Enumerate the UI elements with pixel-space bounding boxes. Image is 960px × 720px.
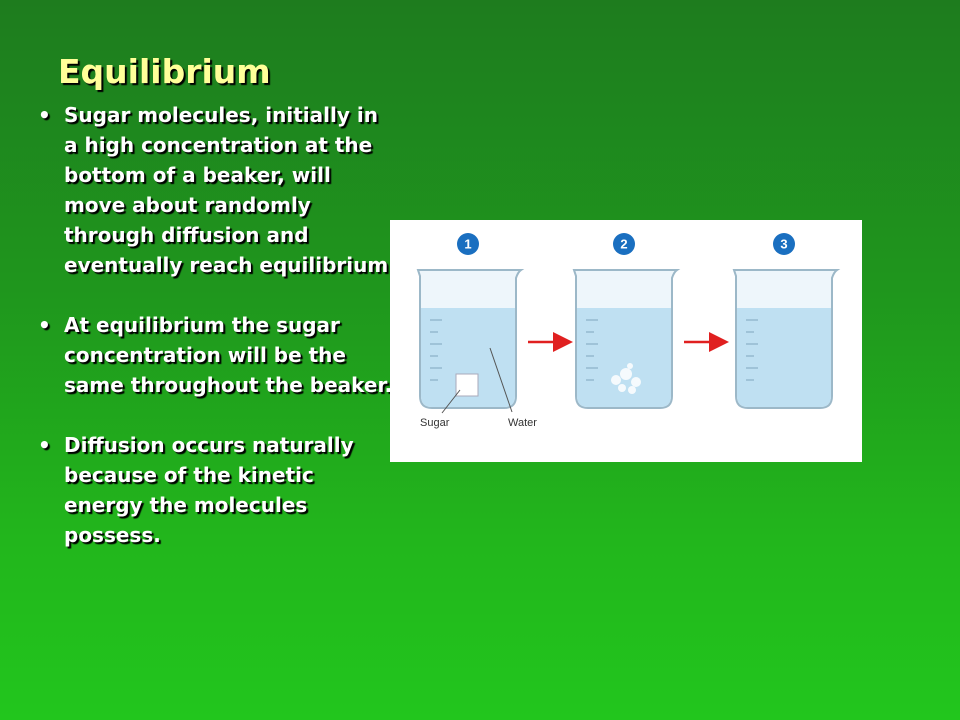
beaker-3: 3 bbox=[732, 233, 841, 409]
step-badge-2 bbox=[613, 233, 635, 255]
water-pointer bbox=[489, 347, 513, 413]
bullet-list: • Sugar molecules, initially in a high c… bbox=[38, 100, 398, 580]
diffusion-svg: 1 Sugar Water 2 bbox=[416, 233, 841, 429]
sugar-cube bbox=[455, 373, 479, 397]
bullet-dot: • bbox=[38, 313, 51, 337]
diffusion-diagram: 1 Sugar Water 2 bbox=[390, 220, 862, 462]
step-badge-1 bbox=[457, 233, 479, 255]
bullet-item: • Sugar molecules, initially in a high c… bbox=[38, 100, 398, 280]
bullet-text: At equilibrium the sugar concentration w… bbox=[64, 313, 393, 397]
step-number-3: 3 bbox=[780, 237, 787, 252]
step-badge-3 bbox=[773, 233, 795, 255]
beaker-2: 2 bbox=[572, 233, 681, 409]
sugar-pointer bbox=[441, 389, 461, 414]
dissolving-sugar bbox=[611, 363, 641, 394]
bullet-item: • Diffusion occurs naturally because of … bbox=[38, 430, 398, 550]
slide-title: Equilibrium bbox=[58, 52, 271, 91]
water-label: Water bbox=[508, 417, 537, 429]
beaker-1: 1 Sugar Water bbox=[416, 233, 537, 429]
step-number-2: 2 bbox=[620, 237, 627, 252]
sugar-label: Sugar bbox=[420, 417, 450, 429]
bullet-text: Sugar molecules, initially in a high con… bbox=[64, 103, 396, 277]
bullet-dot: • bbox=[38, 103, 51, 127]
step-number-1: 1 bbox=[464, 237, 471, 252]
bullet-text: Diffusion occurs naturally because of th… bbox=[64, 433, 354, 547]
bullet-item: • At equilibrium the sugar concentration… bbox=[38, 310, 398, 400]
bullet-dot: • bbox=[38, 433, 51, 457]
